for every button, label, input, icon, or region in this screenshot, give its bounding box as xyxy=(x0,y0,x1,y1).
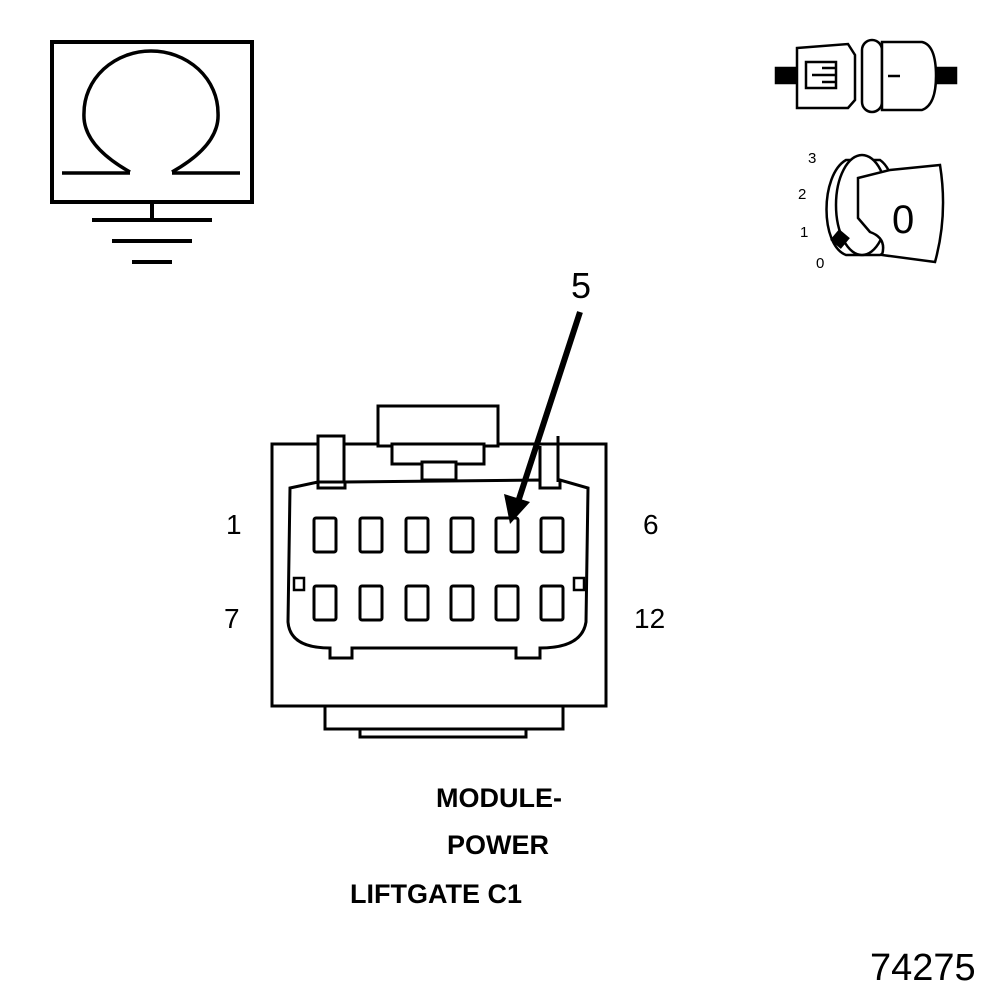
pin-label-6: 6 xyxy=(643,509,659,540)
pin-6 xyxy=(539,516,565,554)
caption-line-1: MODULE- xyxy=(436,783,562,813)
ignition-switch-icon: 3 2 1 0 0 xyxy=(798,150,945,272)
ignition-position-3: 3 xyxy=(808,150,816,167)
callout-pin-number: 5 xyxy=(571,265,591,306)
callout-arrow xyxy=(504,311,583,524)
ground-symbol-icon xyxy=(92,202,212,264)
pin-3 xyxy=(404,516,430,554)
pin-7 xyxy=(312,584,338,622)
caption-line-3: LIFTGATE C1 xyxy=(350,879,522,909)
caption-line-2: POWER xyxy=(447,830,549,860)
ignition-position-2: 2 xyxy=(798,186,806,203)
pin-9 xyxy=(404,584,430,622)
ignition-key-position: 0 xyxy=(892,198,914,242)
ignition-position-1: 1 xyxy=(800,224,808,241)
pin-11 xyxy=(494,584,520,622)
connector-face xyxy=(270,404,608,739)
ohmmeter-icon xyxy=(50,40,254,204)
pin-8 xyxy=(358,584,384,622)
pin-10 xyxy=(449,584,475,622)
pin-label-1: 1 xyxy=(226,509,242,540)
pin-label-7: 7 xyxy=(224,603,240,634)
connector-disconnect-icon xyxy=(774,38,958,114)
pin-4 xyxy=(449,516,475,554)
figure-number: 74275 xyxy=(870,947,976,989)
pin-cavities xyxy=(312,516,565,622)
pin-12 xyxy=(539,584,565,622)
pin-2 xyxy=(358,516,384,554)
ignition-position-0: 0 xyxy=(816,255,824,272)
pin-label-12: 12 xyxy=(634,603,665,634)
pin-1 xyxy=(312,516,338,554)
pin-5 xyxy=(494,516,520,554)
